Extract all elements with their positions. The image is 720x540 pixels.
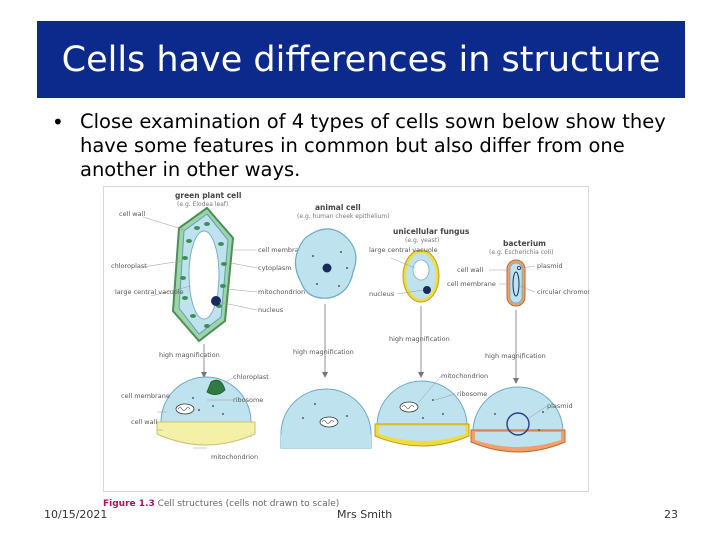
bacterium-cytoplasm — [509, 262, 523, 304]
cell-diagram: green plant cell (e.g. Elodea leaf) cell… — [103, 186, 605, 492]
fungus-vacuole — [412, 259, 430, 281]
fungus-label-high-mag: high magnification — [389, 335, 450, 343]
bacterium-label-cell-membrane: cell membrane — [447, 280, 496, 288]
plant-zoom-chloroplast — [206, 379, 226, 395]
bacterium-label-plasmid: plasmid — [537, 262, 563, 270]
cell-structures-figure: green plant cell (e.g. Elodea leaf) cell… — [103, 186, 605, 492]
fungus-zoom-cytoplasm — [376, 380, 468, 437]
animal-zoom-base — [281, 434, 371, 448]
bacterium-zoom-label-plasmid: plasmid — [547, 402, 573, 410]
title-bar: Cells have differences in structure — [37, 21, 685, 98]
bacterium-example: (e.g. Escherichia coli) — [489, 249, 553, 256]
plant-label-lines — [142, 216, 258, 311]
figure-number: Figure 1.3 — [103, 499, 155, 509]
plant-label-mitochondrion: mitochondrion — [258, 288, 305, 296]
fungus-title: unicellular fungus — [393, 227, 470, 236]
plant-zoom-label-wall: cell wall — [131, 418, 157, 426]
fungus-zoom-inner — [379, 426, 465, 441]
plant-zoom-mitochondrion — [175, 403, 195, 415]
plant-chloroplast — [204, 222, 210, 226]
plant-chloroplast — [182, 296, 188, 300]
footer-date: 10/15/2021 — [44, 508, 108, 521]
bacterium-plasmid — [516, 266, 521, 271]
plant-chloroplast — [180, 276, 186, 280]
figure-caption: Figure 1.3 Cell structures (cells not dr… — [103, 499, 339, 509]
bullet-text: Close examination of 4 types of cells so… — [80, 110, 666, 181]
plant-label-cell-wall: cell wall — [119, 210, 145, 218]
bacterium-arrowhead — [513, 378, 519, 384]
plant-chloroplast — [221, 262, 227, 266]
slide-title: Cells have differences in structure — [61, 39, 661, 80]
plant-chloroplast — [190, 314, 196, 318]
plant-chloroplasts — [180, 222, 227, 328]
plant-example: (e.g. Elodea leaf) — [177, 201, 228, 208]
bacterium-zoom-inner — [475, 432, 561, 447]
footer-author: Mrs Smith — [337, 508, 393, 521]
animal-label-high-mag: high magnification — [293, 348, 354, 356]
bacterium-zoom-plasmid — [506, 412, 530, 436]
fungus-nucleus — [423, 286, 431, 294]
fungus-label-nucleus: nucleus — [369, 290, 395, 298]
animal-organelles — [312, 251, 348, 287]
figure-caption-text: Cell structures (cells not drawn to scal… — [157, 499, 340, 509]
plant-chloroplast — [182, 256, 188, 260]
plant-label-vacuole: large central vacuole — [115, 288, 184, 296]
bacterium-title: bacterium — [503, 239, 546, 248]
plant-zoom-label-chloroplast: chloroplast — [233, 373, 269, 381]
animal-nucleus — [322, 263, 332, 273]
bullet-marker: • — [52, 110, 64, 134]
plant-zoom-ribosomes — [192, 397, 224, 415]
plant-label-nucleus: nucleus — [258, 306, 284, 314]
animal-zoom-mitochondrion — [319, 416, 339, 428]
plant-zoom-label-membrane: cell membrane — [121, 392, 170, 400]
fungus-arrowhead — [418, 372, 424, 378]
bacterium-label-cell-wall: cell wall — [457, 266, 483, 274]
fungus-label-vacuole: large central vacuole — [369, 246, 438, 254]
plant-chloroplast — [194, 226, 200, 230]
plant-zoom-cell-wall — [156, 421, 256, 446]
animal-title: animal cell — [315, 203, 361, 212]
plant-zoom-label-mitochondrion: mitochondrion — [211, 453, 258, 461]
fungus-zoom-label-mitochondrion: mitochondrion — [441, 372, 488, 380]
fungus-zoom-label-ribosome: ribosome — [457, 390, 487, 398]
bacterium-label-chromosome: circular chromosome — [537, 288, 589, 296]
plant-chloroplast — [220, 284, 226, 288]
plant-vacuole — [188, 230, 220, 320]
animal-arrowhead — [322, 372, 328, 378]
fungus-zoom-mitochondrion — [399, 401, 419, 413]
plant-label-high-mag: high magnification — [159, 351, 220, 359]
bacterium-chromosome — [512, 271, 520, 297]
plant-label-cytoplasm: cytoplasm — [258, 264, 292, 272]
plant-chloroplast — [218, 242, 224, 246]
plant-zoom-label-ribosome: ribosome — [233, 396, 263, 404]
bacterium-label-high-mag: high magnification — [485, 352, 546, 360]
plant-zoom-cytoplasm — [160, 376, 252, 437]
page-number: 23 — [664, 508, 678, 521]
bacterium-zoom-cytoplasm — [472, 386, 564, 443]
plant-chloroplast — [186, 239, 192, 243]
animal-cell — [294, 228, 357, 299]
plant-label-cell-membrane: cell membrane — [258, 246, 307, 254]
plant-title: green plant cell — [175, 191, 241, 200]
plant-arrowhead — [201, 372, 207, 378]
plant-nucleus — [211, 296, 221, 306]
plant-label-chloroplast: chloroplast — [111, 262, 147, 270]
fungus-example: (e.g. yeast) — [405, 237, 439, 244]
animal-example: (e.g. human cheek epithelium) — [297, 213, 390, 220]
plant-chloroplast — [204, 324, 210, 328]
